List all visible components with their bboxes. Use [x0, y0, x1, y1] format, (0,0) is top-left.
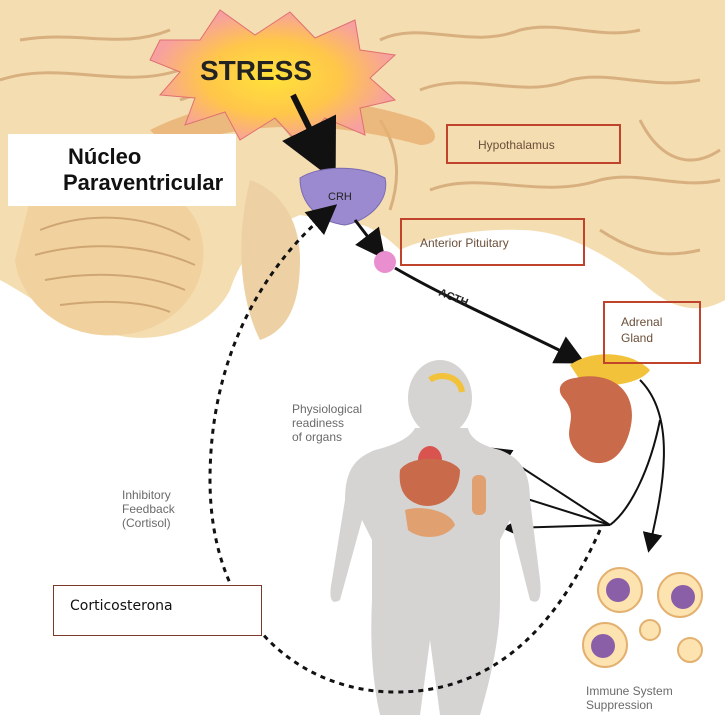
anterior-pituitary-label: Anterior Pituitary	[420, 236, 509, 250]
adrenal-line1: Adrenal	[621, 315, 662, 329]
inhibitory-line1: Inhibitory	[122, 488, 175, 502]
crh-label: CRH	[328, 191, 352, 203]
adrenal-kidney	[560, 354, 650, 463]
acth-label: ACTH	[437, 287, 470, 310]
corticosterona-box: Corticosterona	[53, 585, 262, 636]
immune-line1: Immune System	[586, 684, 673, 698]
hypothalamus-label: Hypothalamus	[478, 138, 555, 152]
immune-suppression-label: Immune System Suppression	[586, 684, 673, 712]
anterior-pituitary-box: Anterior Pituitary	[400, 218, 585, 266]
inhibitory-line3: (Cortisol)	[122, 516, 175, 530]
adrenal-line2: Gland	[621, 331, 653, 345]
physiological-line3: of organs	[292, 430, 362, 444]
corticosterona-label: Corticosterona	[70, 598, 173, 614]
inhibitory-line2: Feedback	[122, 502, 175, 516]
nucleo-paraventricular-label: Núcleo Paraventricular	[8, 134, 236, 206]
adrenal-gland-box: Adrenal Gland	[603, 301, 701, 364]
pituitary-gland	[374, 251, 396, 273]
physiological-line2: readiness	[292, 416, 362, 430]
inhibitory-feedback-label: Inhibitory Feedback (Cortisol)	[122, 488, 175, 530]
physiological-line1: Physiological	[292, 402, 362, 416]
nucleo-line2: Paraventricular	[63, 170, 223, 196]
hypothalamus-box: Hypothalamus	[446, 124, 621, 164]
immune-cells	[583, 568, 702, 667]
physiological-label: Physiological readiness of organs	[292, 402, 362, 444]
acth-arrow	[395, 268, 575, 358]
stress-label: STRESS	[200, 55, 312, 86]
nucleo-line1: Núcleo	[68, 144, 141, 170]
immune-line2: Suppression	[586, 698, 673, 712]
